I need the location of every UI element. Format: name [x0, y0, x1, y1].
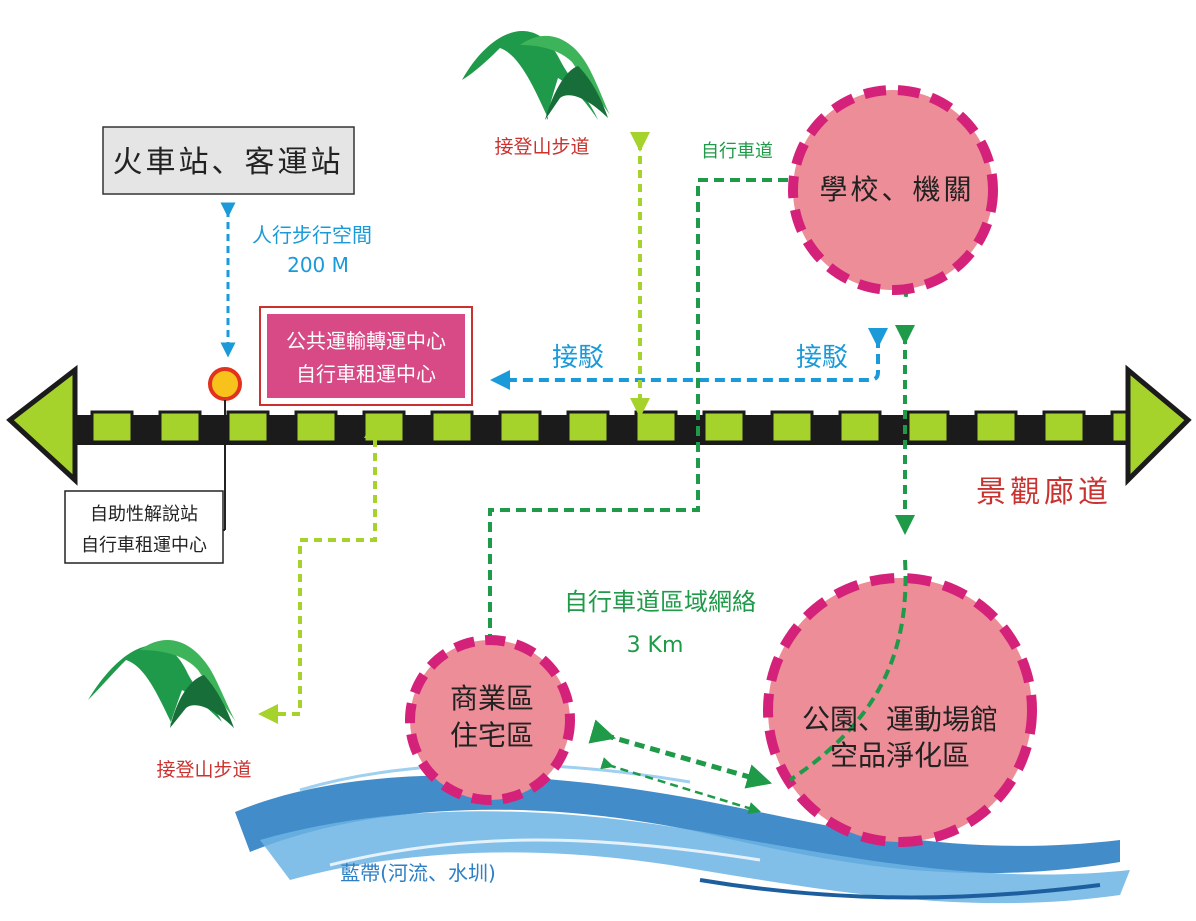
corridor-dash [430, 410, 474, 444]
trail-bottom-label: 接登山步道 [156, 759, 251, 781]
walk-distance-label: 200 M [287, 253, 349, 277]
corridor-dash [498, 410, 542, 444]
corridor-label: 景觀廊道 [976, 475, 1112, 510]
school-label: 學校、機關 [819, 173, 974, 206]
park-inner-path [788, 559, 908, 782]
school-zone [788, 85, 998, 295]
network-label: 自行車道區域網絡 [564, 588, 756, 616]
corridor-dash [226, 410, 270, 444]
station-label: 火車站、客運站 [113, 145, 344, 180]
corridor-dash [702, 410, 746, 444]
corridor-dash [838, 410, 882, 444]
trail-bottom-route [258, 425, 377, 724]
mountain-icon-bottom [88, 640, 236, 728]
trail-bottom-uparrow [364, 418, 386, 438]
corridor-left-arrowhead [6, 364, 78, 486]
commercial-line2: 住宅區 [450, 719, 534, 752]
corridor-right-arrowhead [1125, 364, 1192, 487]
transit-hub-fill [267, 314, 465, 398]
station-box [102, 126, 355, 195]
connector-arrow [490, 328, 888, 390]
corridor-dash [770, 410, 814, 444]
corridor-dash [90, 410, 134, 444]
park-zone [763, 573, 1037, 847]
mountain-icon [462, 31, 610, 120]
corridor-dash [974, 410, 1018, 444]
hub-line1: 公共運輸轉運中心 [286, 329, 446, 353]
corridor-dash [294, 410, 338, 444]
info-line2: 自行車租運中心 [81, 535, 207, 556]
trail-top-label: 接登山步道 [494, 136, 589, 158]
park-line1: 公園、運動場館 [802, 703, 998, 736]
network-distance-label: 3 Km [627, 633, 684, 658]
corridor-dash [158, 410, 202, 444]
river-waves [235, 763, 1130, 904]
info-station-box [64, 490, 224, 564]
blue-belt-label: 藍帶(河流、水圳) [340, 861, 496, 885]
corridor-dash [634, 410, 678, 444]
walk-space-label: 人行步行空間 [252, 223, 372, 247]
bike-path-label: 自行車道 [701, 141, 773, 162]
commercial-line1: 商業區 [450, 682, 534, 715]
corridor-dash [566, 410, 610, 444]
connect-right-label: 接駁 [796, 343, 848, 373]
info-line1: 自助性解說站 [90, 504, 198, 525]
corridor-dash [906, 410, 950, 444]
commercial-zone [405, 635, 575, 805]
hub-line2: 自行車租運中心 [296, 362, 436, 386]
landscape-corridor [6, 364, 1192, 487]
connect-left-label: 接駁 [552, 343, 604, 373]
park-line2: 空品淨化區 [830, 739, 970, 772]
stop-node [208, 367, 242, 401]
corridor-dash [1042, 410, 1086, 444]
